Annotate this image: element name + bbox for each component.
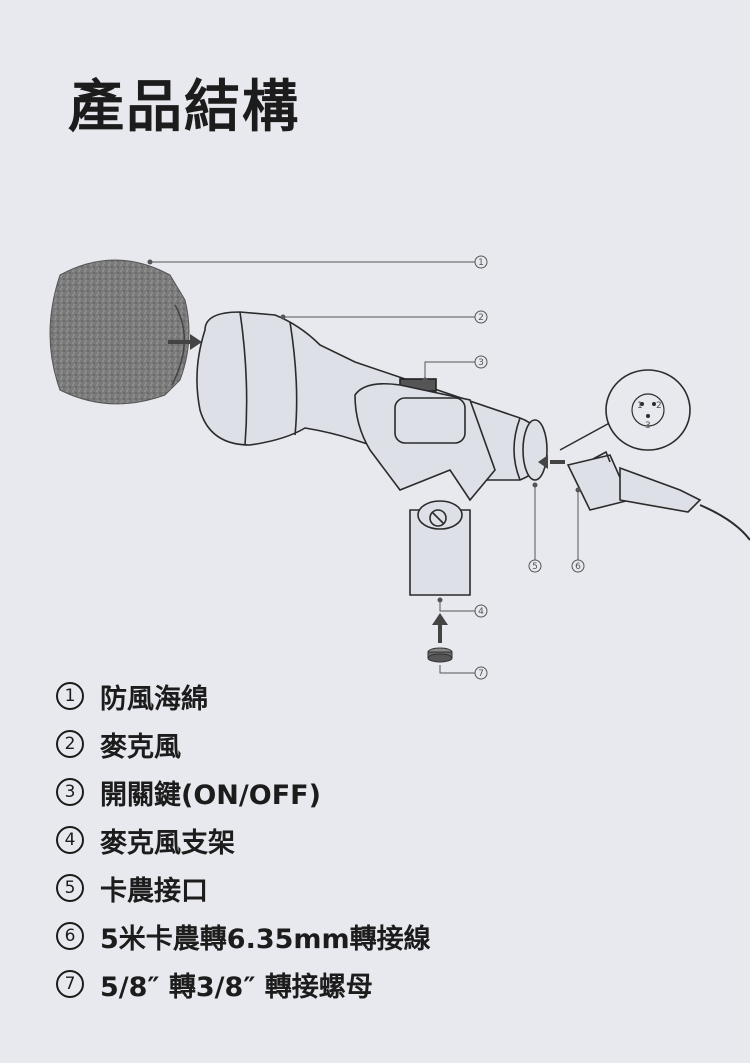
legend-label: 麥克風 — [100, 731, 181, 763]
legend-label: 麥克風支架 — [100, 827, 235, 859]
legend-label: 防風海綿 — [100, 683, 208, 715]
legend-number: 3 — [56, 778, 84, 806]
arrow-head-icon — [538, 455, 548, 469]
xlr-pin-zoom: 1 2 3 — [559, 369, 691, 451]
callout-lines — [150, 261, 579, 674]
legend-label: 5米卡農轉6.35mm轉接線 — [100, 923, 431, 955]
legend-number: 1 — [56, 682, 84, 710]
pin-label: 1 — [637, 401, 643, 411]
legend-number: 6 — [56, 922, 84, 950]
pin-label: 2 — [656, 401, 662, 411]
arrow-head-icon — [432, 613, 448, 625]
callout-2: 2 — [478, 313, 484, 323]
legend-item: 5 卡農接口 — [56, 864, 706, 912]
legend-number: 5 — [56, 874, 84, 902]
legend-number: 7 — [56, 970, 84, 998]
pin-label: 3 — [645, 421, 651, 431]
parts-legend: 1 防風海綿 2 麥克風 3 開關鍵(ON/OFF) 4 麥克風支架 5 卡農接… — [56, 672, 706, 1008]
callout-7: 7 — [478, 669, 484, 679]
arrow-head-icon — [190, 334, 202, 350]
legend-item: 3 開關鍵(ON/OFF) — [56, 768, 706, 816]
legend-number: 4 — [56, 826, 84, 854]
legend-item: 7 5/8″ 轉3/8″ 轉接螺母 — [56, 960, 706, 1008]
callout-4: 4 — [478, 607, 484, 617]
xlr-cable — [566, 450, 750, 541]
legend-label: 5/8″ 轉3/8″ 轉接螺母 — [100, 971, 373, 1003]
adapter-nut — [427, 647, 453, 663]
callout-5: 5 — [532, 562, 538, 572]
microphone-body — [196, 311, 548, 596]
windscreen-foam — [49, 259, 190, 405]
legend-item: 4 麥克風支架 — [56, 816, 706, 864]
callout-1: 1 — [478, 258, 484, 268]
legend-label: 卡農接口 — [100, 875, 208, 907]
callout-6: 6 — [575, 562, 581, 572]
legend-number: 2 — [56, 730, 84, 758]
microphone-diagram: 1 2 3 — [49, 255, 750, 680]
legend-item: 1 防風海綿 — [56, 672, 706, 720]
page-title: 產品結構 — [68, 75, 300, 140]
legend-item: 2 麥克風 — [56, 720, 706, 768]
legend-item: 6 5米卡農轉6.35mm轉接線 — [56, 912, 706, 960]
legend-label: 開關鍵(ON/OFF) — [100, 779, 321, 811]
callout-3: 3 — [478, 358, 484, 368]
